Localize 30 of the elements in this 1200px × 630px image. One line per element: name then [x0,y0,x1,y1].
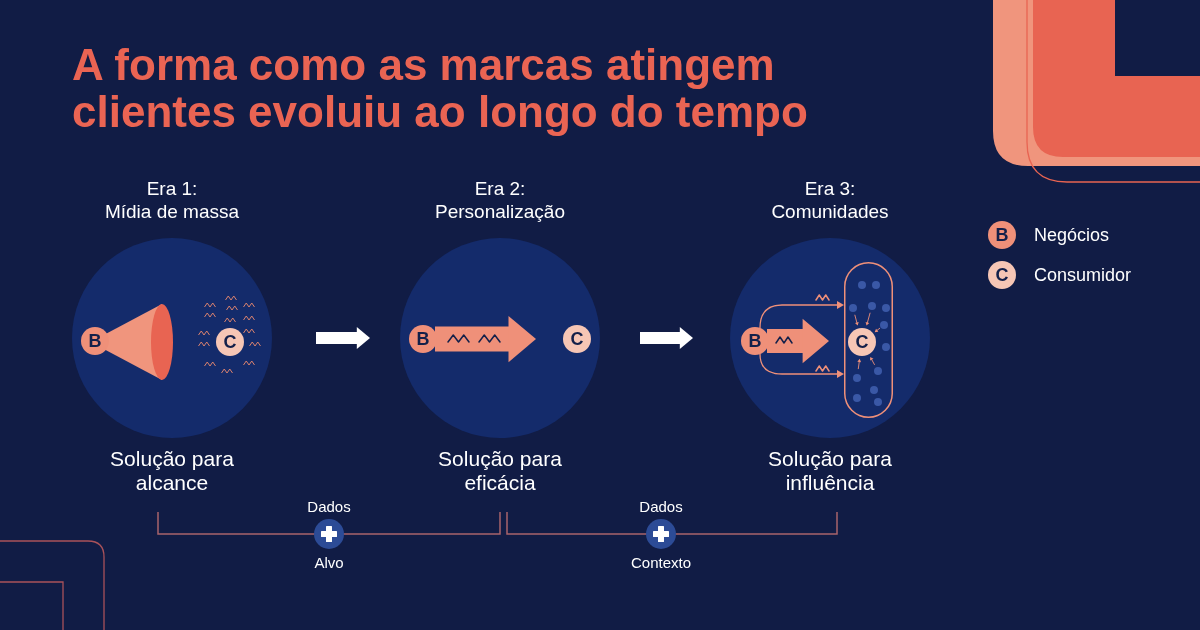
arrow [865,312,871,326]
era-caption: Solução para influência [767,447,893,495]
era-caption: Solução para alcance [109,447,235,495]
bracket-label: Dados [639,498,683,516]
arrow [316,326,370,350]
era-caption: Solução para eficácia [437,447,563,495]
arrow [857,358,862,370]
era-title: Comunidades [771,200,889,223]
legend-swatch: B [988,221,1016,249]
title: A forma como as marcas atingem clientes evoluiu ao longo do tempo [72,41,809,135]
arrow [874,327,881,333]
era-title: Mídia de massa [104,200,240,223]
era-number: Era 1: [146,177,198,200]
arrow [640,326,693,350]
legend-swatch: C [988,261,1016,289]
arrow [767,318,829,364]
bracket-label: Dados [307,498,351,516]
arrow [435,315,536,363]
bracket-label: Alvo [314,554,344,572]
era-number: Era 2: [474,177,526,200]
era-title: Personalização [435,200,565,223]
capsule-outline [844,262,893,418]
arrow [870,356,876,366]
legend-label: Negócios [1034,224,1110,246]
legend-label: Consumidor [1034,264,1132,286]
arrow [854,314,859,326]
arrow [759,353,844,378]
bracket-label: Contexto [631,554,691,572]
arrow [759,301,844,329]
era-number: Era 3: [804,177,856,200]
